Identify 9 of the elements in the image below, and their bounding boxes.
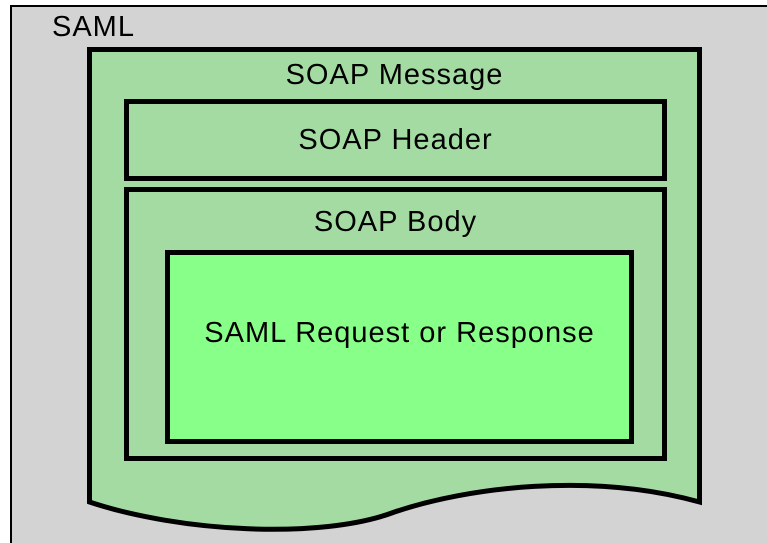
container-box	[10, 5, 767, 543]
header-box	[124, 99, 667, 181]
box-title: SAML	[52, 11, 135, 43]
box-title: SOAP Body	[312, 206, 478, 238]
box-title: SOAP Message	[284, 59, 504, 91]
body-box	[124, 187, 667, 461]
message-box	[165, 250, 634, 444]
box-title: SAML Request or Response	[203, 317, 596, 349]
box-title: SOAP Header	[297, 124, 494, 156]
